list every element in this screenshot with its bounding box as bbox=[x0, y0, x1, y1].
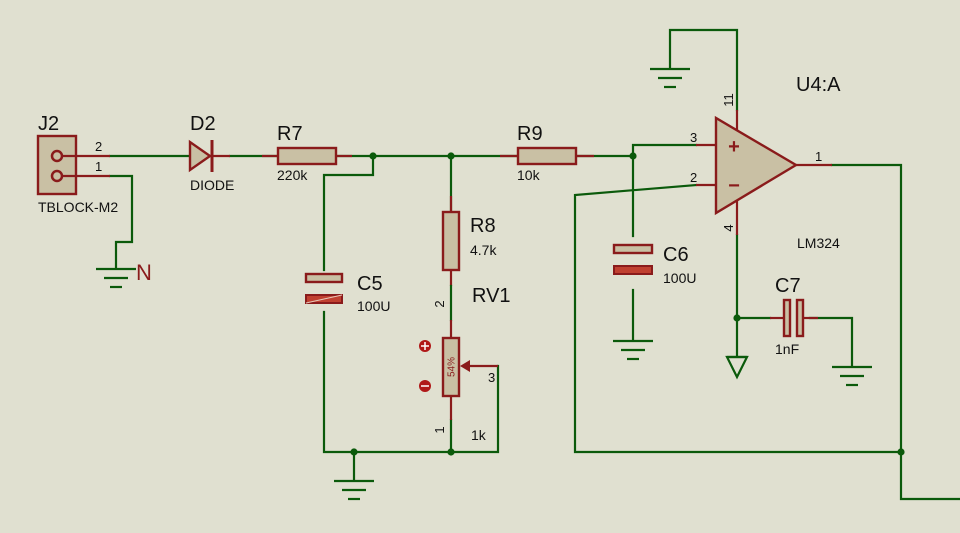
u4-ref: U4:A bbox=[796, 74, 841, 96]
c5-ref: C5 bbox=[357, 273, 383, 295]
net-label-n: N bbox=[136, 260, 152, 285]
j2-pin2: 2 bbox=[95, 139, 102, 154]
u4-pin-gnd: 4 bbox=[721, 224, 736, 231]
ground-symbol-c7 bbox=[832, 365, 872, 387]
svg-text:−: − bbox=[728, 175, 740, 197]
opamp-u4a[interactable]: + − U4:A LM324 3 2 1 11 4 bbox=[690, 74, 841, 251]
c6-value: 100U bbox=[663, 270, 696, 286]
j2-value: TBLOCK-M2 bbox=[38, 199, 118, 215]
u4-pin-vcc: 11 bbox=[721, 93, 736, 107]
capacitor-c5[interactable]: C5 100U bbox=[304, 272, 390, 314]
c7-value: 1nF bbox=[775, 341, 799, 357]
rv1-increase-button[interactable] bbox=[419, 340, 431, 352]
svg-text:+: + bbox=[728, 136, 740, 158]
rv1-wiper-position: 54% bbox=[447, 357, 458, 377]
ground-symbol-c6 bbox=[613, 339, 653, 361]
c5-value: 100U bbox=[357, 298, 390, 314]
rv1-decrease-button[interactable] bbox=[419, 380, 431, 392]
potentiometer-rv1[interactable]: 54% RV1 1k 2 1 3 bbox=[432, 285, 511, 443]
wires bbox=[108, 28, 960, 501]
resistor-r7[interactable]: R7 220k bbox=[262, 123, 352, 183]
resistor-r8[interactable]: R8 4.7k bbox=[441, 196, 497, 286]
d2-value: DIODE bbox=[190, 177, 234, 193]
ground-symbol-top bbox=[650, 67, 690, 89]
c7-ref: C7 bbox=[775, 275, 801, 297]
d2-ref: D2 bbox=[190, 113, 216, 135]
r8-ref: R8 bbox=[470, 215, 496, 237]
capacitor-c6[interactable]: C6 100U bbox=[612, 243, 696, 286]
rv1-value: 1k bbox=[471, 427, 487, 443]
j2-pin1: 1 bbox=[95, 159, 102, 174]
rv1-ref: RV1 bbox=[472, 285, 511, 307]
supply-arrow-icon bbox=[725, 355, 749, 380]
r9-value: 10k bbox=[517, 167, 541, 183]
rv1-pin2: 2 bbox=[432, 300, 447, 307]
connector-j2[interactable]: J2 TBLOCK-M2 2 1 bbox=[36, 113, 118, 215]
diode-d2[interactable]: D2 DIODE bbox=[188, 113, 234, 193]
rv1-wiper-arrow-icon bbox=[460, 360, 470, 372]
u4-pin-out: 1 bbox=[815, 149, 822, 164]
rv1-pin3: 3 bbox=[488, 370, 495, 385]
resistor-r9[interactable]: R9 10k bbox=[500, 123, 594, 183]
u4-pin-minus: 2 bbox=[690, 170, 697, 185]
r7-value: 220k bbox=[277, 167, 308, 183]
j2-ref: J2 bbox=[38, 113, 59, 135]
rv1-pin1: 1 bbox=[432, 426, 447, 433]
r8-value: 4.7k bbox=[470, 242, 497, 258]
r9-ref: R9 bbox=[517, 123, 543, 145]
u4-pin-plus: 3 bbox=[690, 130, 697, 145]
ground-symbol-n: N bbox=[96, 260, 152, 289]
u4-value: LM324 bbox=[797, 235, 840, 251]
r7-ref: R7 bbox=[277, 123, 303, 145]
c6-ref: C6 bbox=[663, 244, 689, 266]
ground-symbol-c5 bbox=[334, 479, 374, 501]
capacitor-c7[interactable]: C7 1nF bbox=[770, 275, 818, 357]
